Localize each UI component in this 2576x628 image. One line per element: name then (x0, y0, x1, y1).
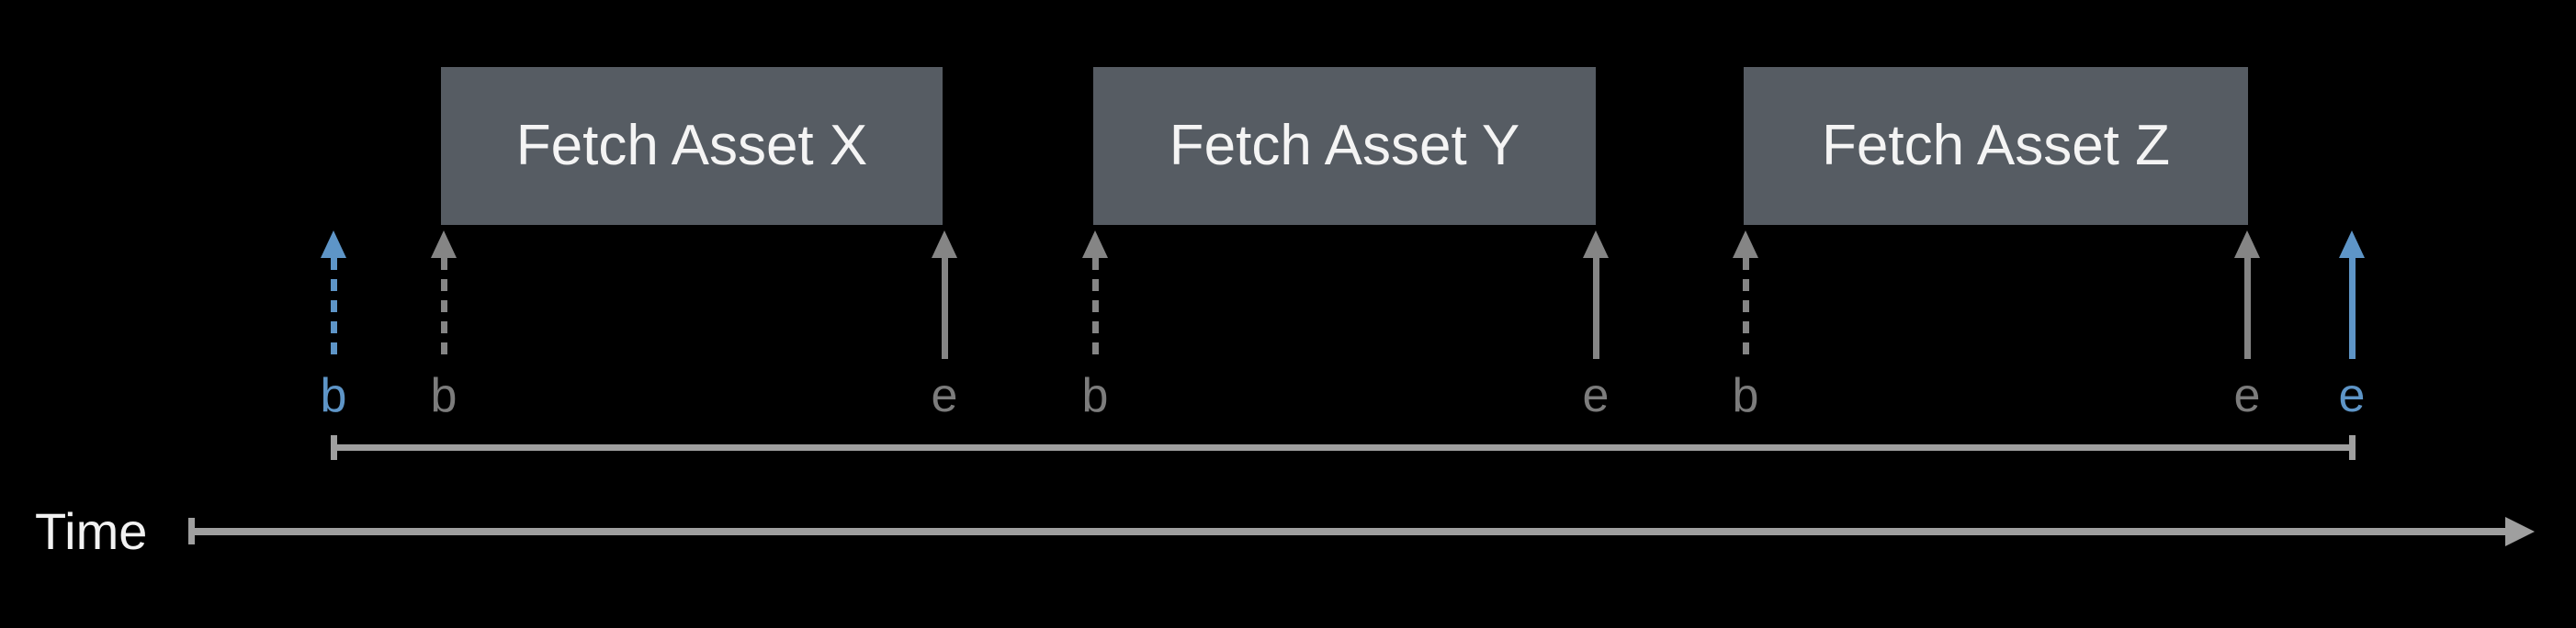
task-label: Fetch Asset Z (1821, 114, 2171, 177)
task-box-fetch-asset-y: Fetch Asset Y (1093, 67, 1596, 225)
time-axis-label: Time (35, 502, 148, 560)
marker-label: e (1582, 369, 1610, 422)
time-axis-line (188, 528, 2509, 535)
task-label: Fetch Asset X (515, 114, 868, 177)
marker-label: e (931, 369, 958, 422)
marker-label: e (2338, 369, 2366, 422)
arrow-shaft (2348, 258, 2356, 359)
marker-task-y-begin: b (1082, 230, 1108, 420)
arrow-up-icon (2234, 230, 2260, 258)
arrow-up-icon (431, 230, 457, 258)
task-label: Fetch Asset Y (1169, 114, 1520, 177)
arrow-shaft (2243, 258, 2251, 359)
marker-label: b (1732, 369, 1759, 422)
marker-label: b (430, 369, 458, 422)
marker-overall-begin: b (321, 230, 346, 420)
marker-label: e (2233, 369, 2261, 422)
arrow-up-icon (1082, 230, 1108, 258)
arrow-shaft (1592, 258, 1599, 359)
arrow-shaft (440, 258, 447, 359)
task-box-fetch-asset-x: Fetch Asset X (441, 67, 943, 225)
bracket-line (331, 444, 2356, 451)
arrow-right-icon (2505, 517, 2535, 546)
arrow-up-icon (1733, 230, 1758, 258)
bracket-tick-right (2349, 435, 2356, 460)
marker-overall-end: e (2339, 230, 2365, 420)
marker-task-z-end: e (2234, 230, 2260, 420)
marker-task-x-end: e (932, 230, 957, 420)
arrow-up-icon (1583, 230, 1609, 258)
marker-task-x-begin: b (431, 230, 457, 420)
arrow-up-icon (2339, 230, 2365, 258)
arrow-up-icon (321, 230, 346, 258)
task-box-fetch-asset-z: Fetch Asset Z (1744, 67, 2248, 225)
arrow-shaft (1742, 258, 1749, 359)
arrow-shaft (330, 258, 337, 359)
marker-label: b (1081, 369, 1109, 422)
arrow-shaft (941, 258, 948, 359)
arrow-shaft (1091, 258, 1099, 359)
marker-label: b (320, 369, 347, 422)
marker-task-y-end: e (1583, 230, 1609, 420)
marker-task-z-begin: b (1733, 230, 1758, 420)
duration-bracket (331, 435, 2356, 460)
arrow-up-icon (932, 230, 957, 258)
